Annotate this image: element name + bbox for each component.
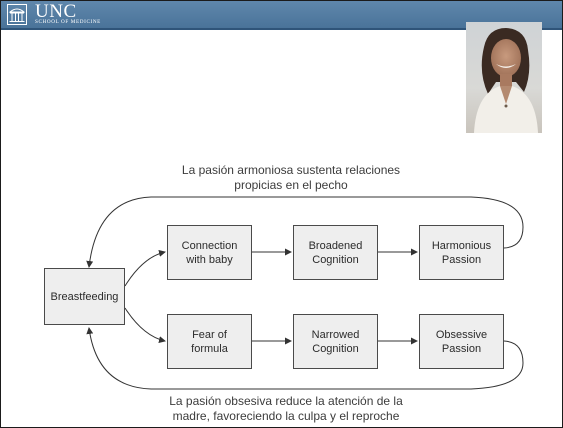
- node-harmonious-passion: Harmonious Passion: [419, 225, 504, 280]
- arrow-breastfeeding-connection: [124, 249, 166, 287]
- logo-subtitle: SCHOOL OF MEDICINE: [35, 19, 101, 25]
- node-obsessive-line-1: Obsessive: [435, 328, 488, 341]
- feedback-loop-harmonious: [86, 196, 524, 268]
- presenter-photo: [466, 22, 542, 133]
- header-bar: UNC SCHOOL OF MEDICINE: [1, 1, 562, 28]
- caption-obsessive-line-1: La pasión obsesiva reduce la atención de…: [169, 394, 403, 408]
- header-divider: [1, 28, 562, 30]
- node-fear-line-2: formula: [191, 342, 228, 355]
- node-obsessive-passion: Obsessive Passion: [419, 314, 504, 369]
- node-obsessive-line-2: Passion: [441, 342, 482, 355]
- node-broadened-line-1: Broadened: [308, 239, 363, 252]
- node-connection-line-2: with baby: [186, 253, 233, 266]
- node-breastfeeding: Breastfeeding: [44, 268, 125, 325]
- node-narrowed-line-1: Narrowed: [311, 328, 360, 341]
- node-harmonious-line-1: Harmonious: [431, 239, 492, 252]
- node-broadened-cognition: Broadened Cognition: [293, 225, 378, 280]
- caption-obsessive: La pasión obsesiva reduce la atención de…: [136, 394, 436, 424]
- caption-obsessive-line-2: madre, favoreciendo la culpa y el reproc…: [172, 409, 400, 423]
- node-narrowed-cognition: Narrowed Cognition: [293, 314, 378, 369]
- node-narrowed-line-2: Cognition: [312, 342, 359, 355]
- node-connection-line-1: Connection: [181, 239, 238, 252]
- node-fear-line-1: Fear of: [192, 328, 227, 341]
- node-breastfeeding-label: Breastfeeding: [50, 290, 119, 303]
- logo-text: UNC: [35, 1, 77, 22]
- caption-harmonious-line-2: propicias en el pecho: [234, 178, 348, 192]
- arrow-breastfeeding-fear: [124, 307, 166, 344]
- node-harmonious-line-2: Passion: [441, 253, 482, 266]
- node-broadened-line-2: Cognition: [312, 253, 359, 266]
- node-connection: Connection with baby: [167, 225, 252, 280]
- node-fear-of-formula: Fear of formula: [167, 314, 252, 369]
- old-well-icon: [7, 4, 27, 25]
- caption-harmonious: La pasión armoniosa sustenta relaciones …: [141, 163, 441, 193]
- feedback-loop-obsessive: [86, 327, 524, 390]
- caption-harmonious-line-1: La pasión armoniosa sustenta relaciones: [181, 163, 401, 177]
